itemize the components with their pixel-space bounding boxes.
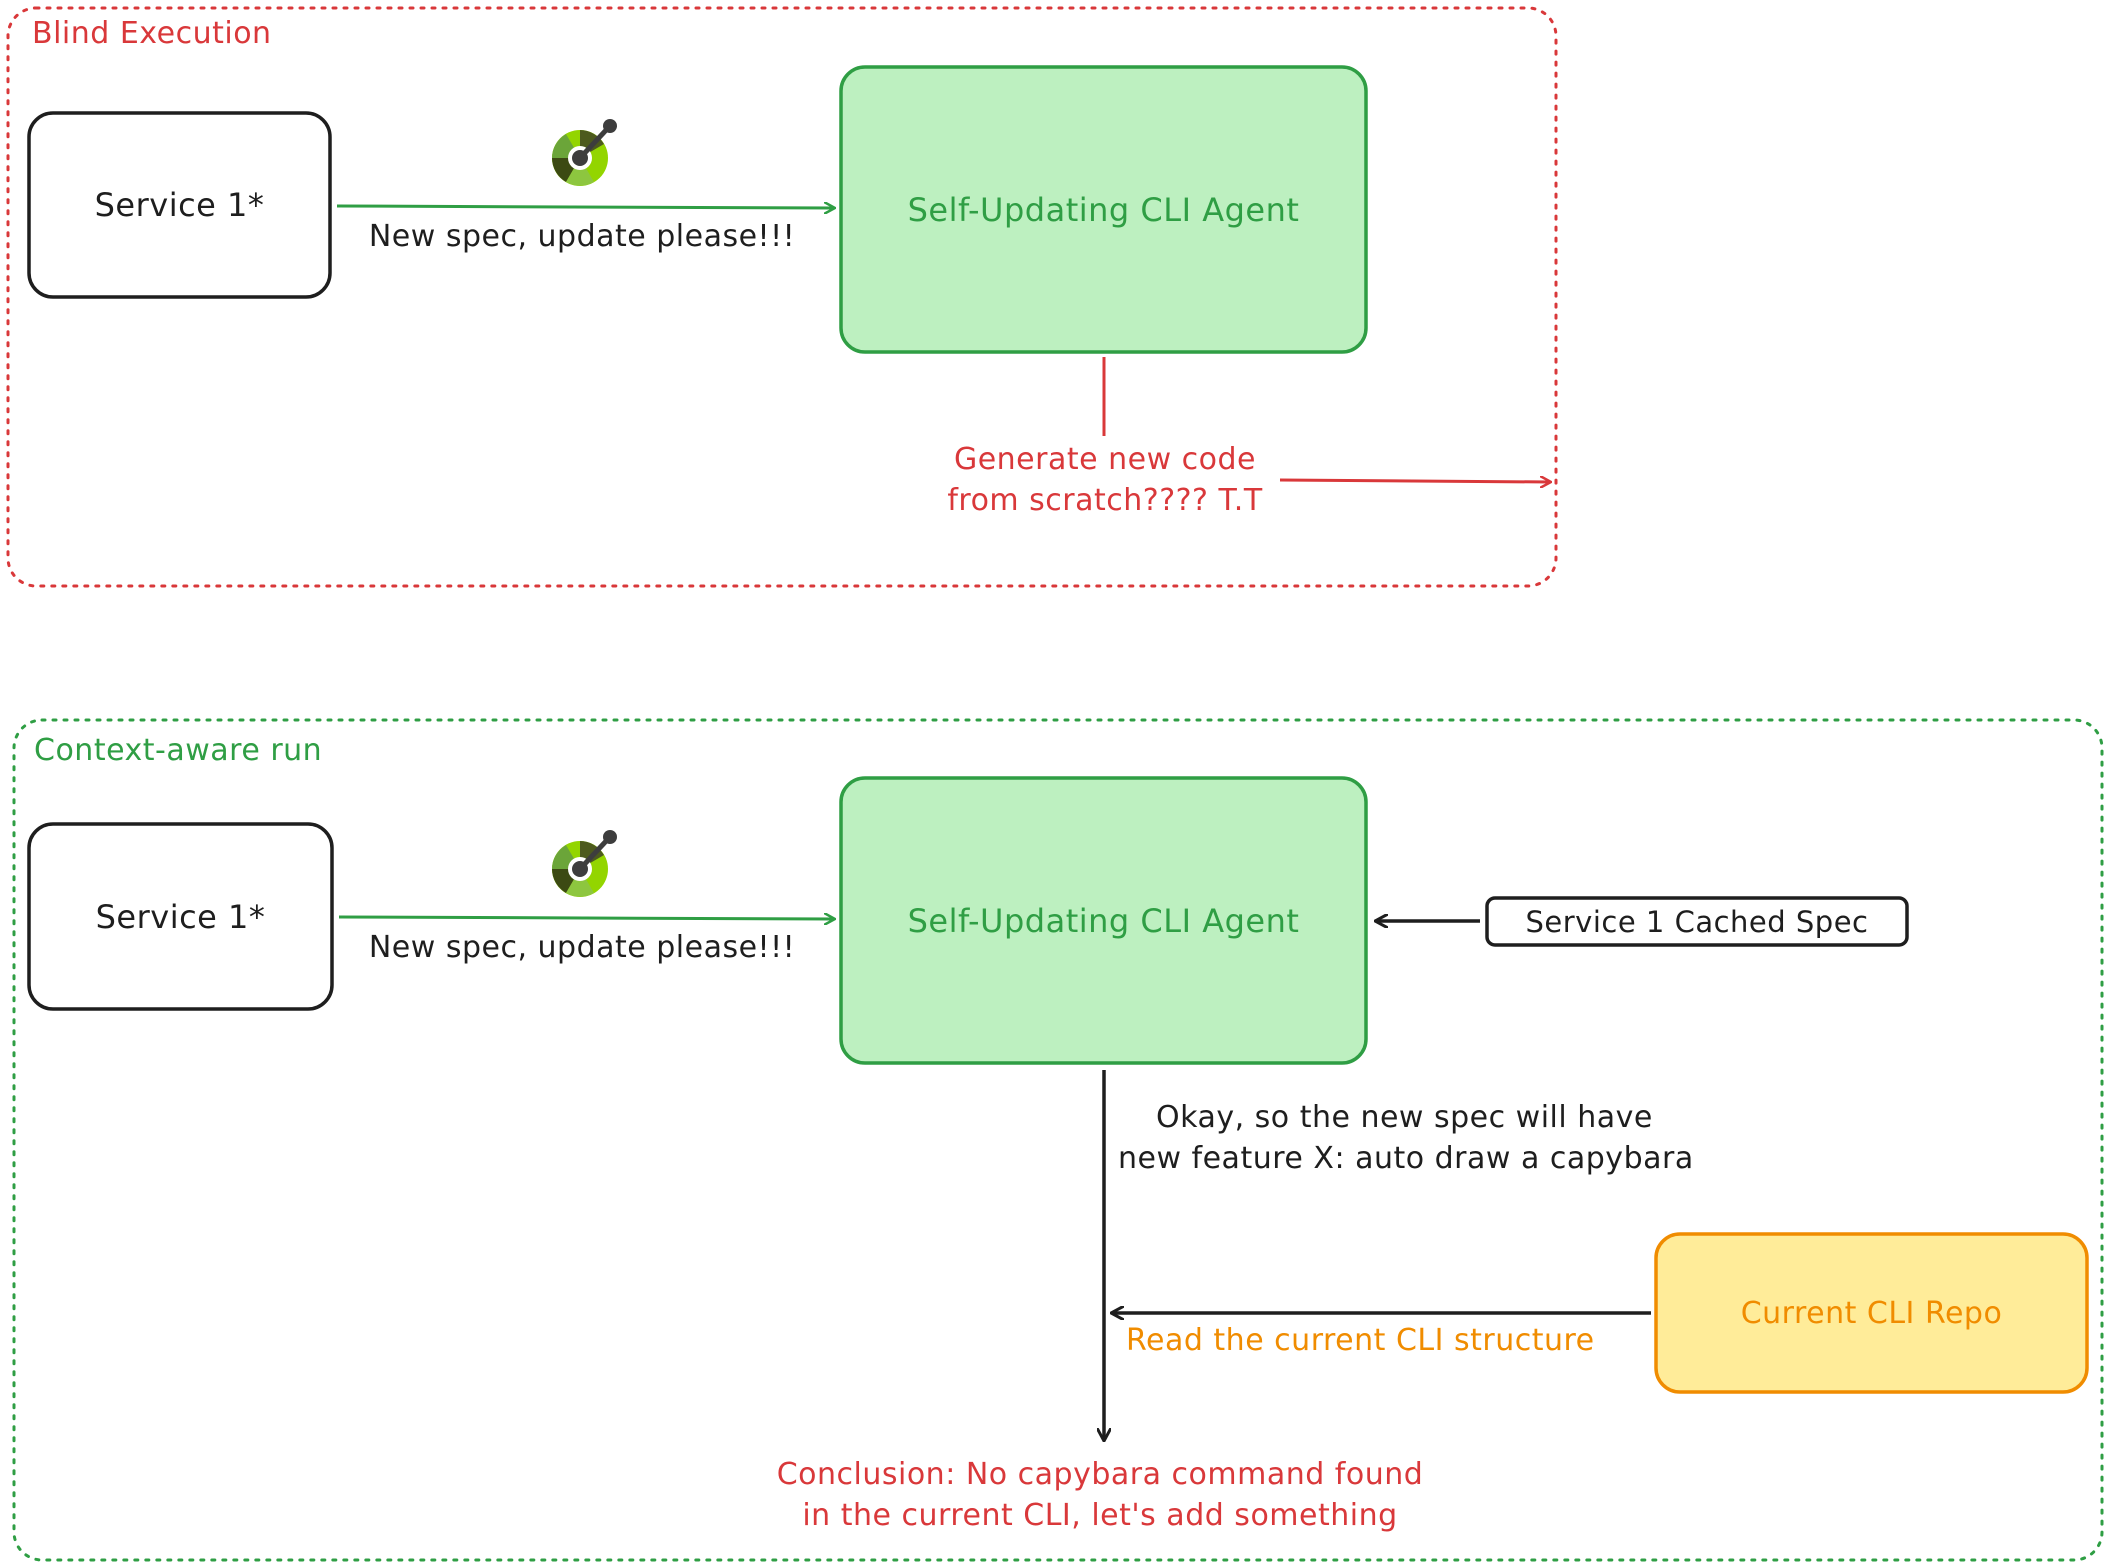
cached-spec-box[interactable] [1485, 896, 1909, 947]
outcome-label-top: Generate new code from scratch???? T.T [900, 440, 1310, 521]
context-aware-frame [12, 718, 2104, 1562]
spec-arrow-top [336, 206, 834, 208]
conclusion-line-1: Conclusion: No capybara command found [776, 1457, 1424, 1492]
agent-box-label-top: Self-Updating CLI Agent [907, 190, 1300, 229]
agent-box-top[interactable] [839, 65, 1368, 354]
spec-arrow-bottom [338, 917, 834, 919]
conclusion-line-2: in the current CLI, let's add something [802, 1497, 1398, 1533]
agent-note-line-2: new feature X: auto draw a capybara [1118, 1140, 1694, 1176]
outcome-line-2: from scratch???? T.T [947, 482, 1263, 518]
outcome-arrow-top [1279, 480, 1550, 482]
agent-box-label-bottom: Self-Updating CLI Agent [907, 901, 1300, 940]
outcome-line-1: Generate new code [953, 442, 1257, 477]
blind-execution-title: Blind Execution [32, 16, 272, 51]
agent-note: Okay, so the new spec will have new feat… [1118, 1098, 1694, 1179]
spec-arrow-label-top: New spec, update please!!! [368, 219, 796, 254]
blind-execution-frame [6, 6, 1558, 588]
agent-box-bottom[interactable] [839, 776, 1368, 1065]
cli-repo-label: Current CLI Repo [1740, 1295, 2003, 1331]
conclusion-text: Conclusion: No capybara command found in… [770, 1455, 1430, 1536]
service-box-label-top: Service 1* [94, 186, 265, 224]
openapi-icon [552, 119, 617, 186]
context-aware-title: Context-aware run [34, 733, 323, 768]
service-box-label-bottom: Service 1* [95, 897, 266, 936]
cached-spec-label: Service 1 Cached Spec [1525, 904, 1869, 939]
service-box-top[interactable] [27, 111, 332, 299]
agent-note-line-1: Okay, so the new spec will have [1156, 1100, 1653, 1135]
repo-arrow-label: Read the current CLI structure [1126, 1323, 1595, 1358]
spec-arrow-label-bottom: New spec, update please!!! [368, 930, 796, 965]
openapi-icon [552, 830, 617, 897]
service-box-bottom[interactable] [27, 822, 334, 1011]
cli-repo-box[interactable] [1654, 1232, 2089, 1394]
